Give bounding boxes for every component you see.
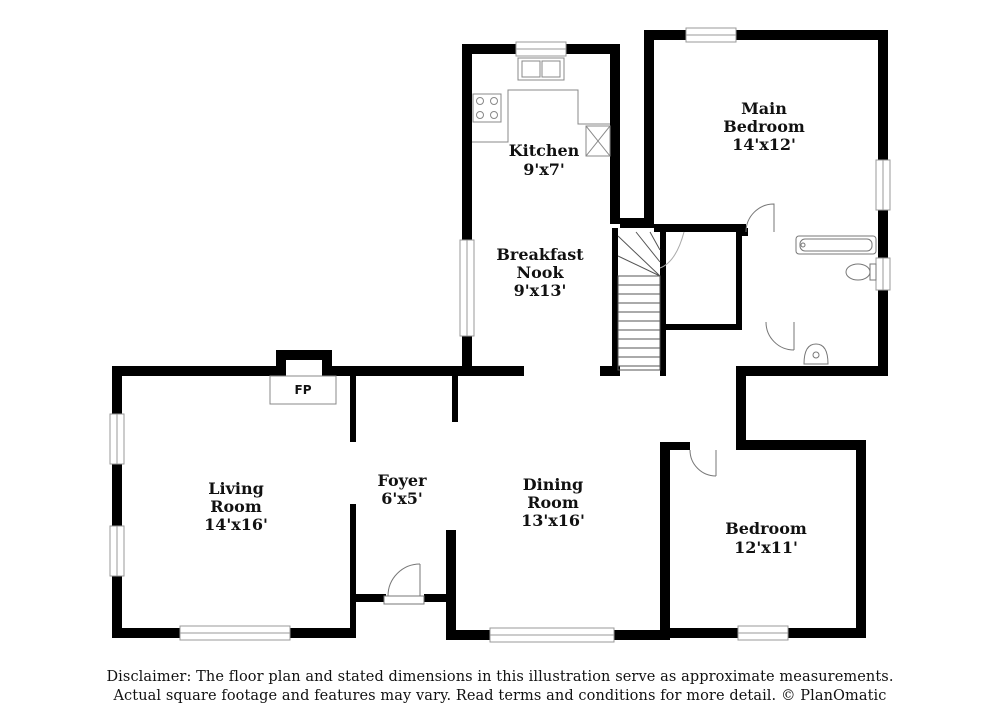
breakfast-nook-name-2: Nook [516,263,564,282]
kitchen-fixtures [472,57,611,157]
foyer-size: 6'x5' [381,489,423,508]
breakfast-nook-size: 9'x13' [514,281,567,300]
toilet-icon [845,263,871,281]
kitchen-name: Kitchen [509,141,580,160]
dining-room-size: 13'x16' [521,511,585,530]
living-room-size: 14'x16' [204,515,268,534]
doors [383,203,795,605]
dining-room-name-2: Room [527,493,579,512]
main-bedroom-size: 14'x12' [732,135,796,154]
bathroom-fixtures [795,235,877,365]
foyer-name: Foyer [377,471,427,490]
stove-icon [472,93,502,123]
bathroom-sink-icon [803,343,829,365]
disclaimer-line-2: Actual square footage and features may v… [113,688,887,704]
refrigerator-icon [585,125,611,157]
dining-room-name-1: Dining [523,475,583,494]
bedroom-name: Bedroom [725,519,807,538]
living-room-name-1: Living [208,479,264,498]
stairs [617,231,685,371]
bathtub-icon [795,235,877,255]
main-bedroom-name-2: Bedroom [723,117,805,136]
breakfast-nook-name-1: Breakfast [496,245,584,264]
bedroom-size: 12'x11' [734,538,798,557]
fireplace-label: FP [295,383,312,397]
kitchen-size: 9'x7' [523,160,565,179]
living-room-name-2: Room [210,497,262,516]
room-labels: Kitchen 9'x7' Breakfast Nook 9'x13' Main… [204,99,807,557]
sink-icon [517,57,565,81]
main-bedroom-name-1: Main [741,99,787,118]
windows [109,27,891,643]
fireplace: FP [269,375,337,405]
disclaimer-line-1: Disclaimer: The floor plan and stated di… [106,669,894,685]
